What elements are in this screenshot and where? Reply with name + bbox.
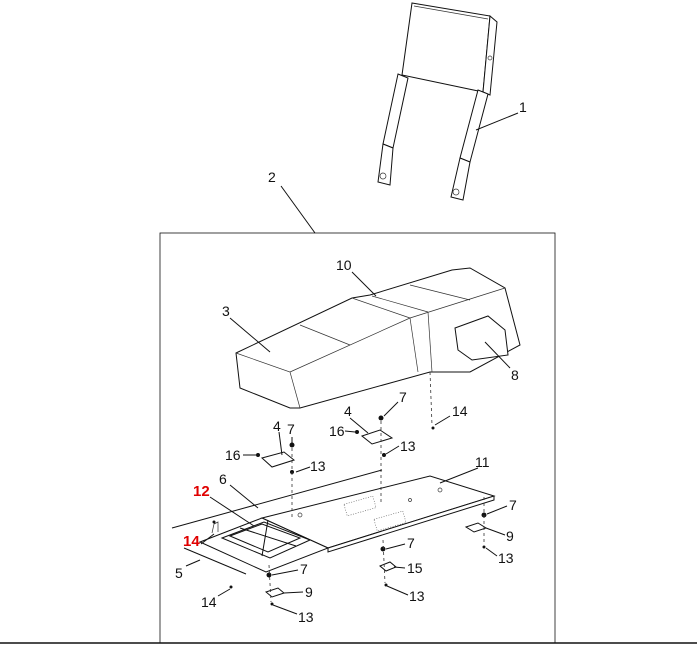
callout-14-cushion: 14 [452, 403, 468, 419]
callout-16-left: 16 [225, 447, 241, 463]
callout-9-right: 9 [506, 528, 514, 544]
callout-7-plate-right: 7 [509, 497, 517, 513]
callout-15: 15 [407, 560, 423, 576]
callout-14-highlight: 14 [183, 533, 200, 550]
callout-13-tray: 13 [298, 609, 314, 625]
backrest-assembly [377, 2, 498, 201]
callout-9-left: 9 [305, 584, 313, 600]
callout-4-right: 4 [344, 403, 352, 419]
callout-13-plate-right: 13 [498, 550, 514, 566]
callout-13-plate-mid: 13 [409, 588, 425, 604]
leader-lines [185, 112, 519, 615]
callout-5: 5 [175, 565, 183, 581]
callout-10: 10 [336, 257, 352, 273]
alignment-lines [268, 371, 485, 603]
callout-2: 2 [268, 169, 276, 185]
callout-8: 8 [511, 367, 519, 383]
callout-12: 12 [193, 483, 210, 500]
seat-cushion [235, 267, 521, 409]
callout-3: 3 [222, 303, 230, 319]
brackets [260, 429, 394, 468]
callout-4-left: 4 [273, 418, 281, 434]
callout-labels: 1 2 3 4 4 5 6 7 7 7 7 7 8 9 9 10 11 12 1… [175, 99, 527, 625]
callout-13-left: 13 [310, 458, 326, 474]
callout-7-tray: 7 [300, 561, 308, 577]
callout-14-bottom: 14 [201, 594, 217, 610]
callout-6: 6 [219, 471, 227, 487]
callout-13-right: 13 [400, 438, 416, 454]
callout-1: 1 [519, 99, 527, 115]
callout-11: 11 [475, 454, 490, 470]
callout-7-plate-mid: 7 [407, 535, 415, 551]
storage-tray [171, 469, 383, 575]
callout-7-left: 7 [287, 421, 295, 437]
callout-16-right: 16 [329, 423, 345, 439]
callout-7-right: 7 [399, 389, 407, 405]
